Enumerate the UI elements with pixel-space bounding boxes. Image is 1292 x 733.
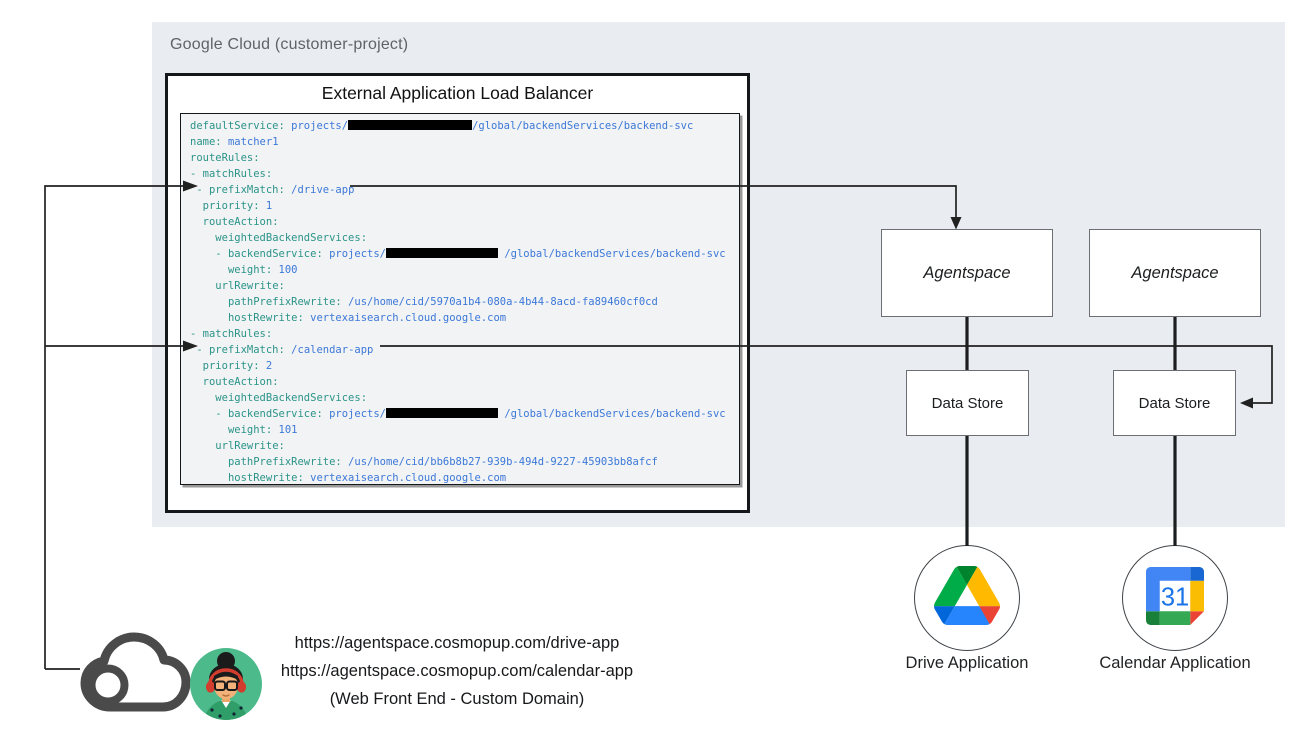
cloud-icon	[76, 626, 206, 727]
code-line: urlRewrite:	[215, 440, 285, 452]
drive-app-circle	[914, 545, 1020, 651]
code-line: pathPrefixRewrite: /us/home/cid/bb6b8b27…	[227, 456, 658, 468]
calendar-app-circle: 31	[1122, 545, 1228, 651]
frontend-urls: https://agentspace.cosmopup.com/drive-ap…	[268, 629, 646, 713]
agentspace-box-drive: Agentspace	[881, 229, 1053, 317]
code-line: weight: 101	[227, 424, 298, 436]
code-line: weightedBackendServices:	[215, 392, 368, 404]
code-line: name: matcher1	[190, 136, 279, 148]
code-line: routeAction:	[202, 376, 279, 388]
google-cloud-label: Google Cloud (customer-project)	[170, 36, 409, 53]
data-store-box-drive: Data Store	[906, 370, 1029, 436]
code-line: - backendService: projects/ /global/back…	[215, 248, 726, 260]
calendar-app-label: Calendar Application	[1099, 654, 1251, 672]
url-calendar-app: https://agentspace.cosmopup.com/calendar…	[280, 662, 634, 680]
redaction-bar	[348, 120, 473, 130]
route-config-code: defaultService: projects//global/backend…	[180, 113, 740, 485]
load-balancer-box: External Application Load Balancer defau…	[165, 73, 750, 513]
frontend-caption: (Web Front End - Custom Domain)	[329, 690, 585, 708]
code-line: urlRewrite:	[215, 280, 285, 292]
data-store-box-calendar: Data Store	[1113, 370, 1236, 436]
code-line: hostRewrite: vertexaisearch.cloud.google…	[227, 312, 507, 324]
code-line: defaultService: projects//global/backend…	[190, 120, 694, 132]
user-avatar	[190, 648, 262, 725]
code-line: weightedBackendServices:	[215, 232, 368, 244]
google-drive-icon	[934, 566, 1000, 630]
code-line: - backendService: projects/ /global/back…	[215, 408, 726, 420]
load-balancer-title: External Application Load Balancer	[321, 83, 594, 103]
redaction-bar	[386, 248, 498, 258]
data-store-label: Data Store	[931, 394, 1004, 412]
code-line: hostRewrite: vertexaisearch.cloud.google…	[227, 472, 507, 484]
url-drive-app: https://agentspace.cosmopup.com/drive-ap…	[294, 634, 620, 652]
code-line: routeAction:	[202, 216, 279, 228]
code-line: routeRules:	[190, 152, 260, 164]
code-line: - matchRules:	[190, 168, 273, 180]
code-line: priority: 2	[202, 360, 273, 372]
drive-app-label: Drive Application	[905, 654, 1029, 672]
data-store-label: Data Store	[1138, 394, 1211, 412]
code-line: - prefixMatch: /drive-app	[196, 184, 355, 196]
agentspace-box-calendar: Agentspace	[1089, 229, 1261, 317]
code-line: - prefixMatch: /calendar-app	[196, 344, 374, 356]
agentspace-label: Agentspace	[1131, 263, 1219, 282]
redaction-bar	[386, 408, 498, 418]
agentspace-label: Agentspace	[923, 263, 1011, 282]
code-line: - matchRules:	[190, 328, 273, 340]
code-line: pathPrefixRewrite: /us/home/cid/5970a1b4…	[227, 296, 658, 308]
google-calendar-icon: 31	[1146, 566, 1204, 630]
code-line: priority: 1	[202, 200, 273, 212]
calendar-day-number: 31	[1161, 583, 1189, 611]
code-line: weight: 100	[227, 264, 298, 276]
